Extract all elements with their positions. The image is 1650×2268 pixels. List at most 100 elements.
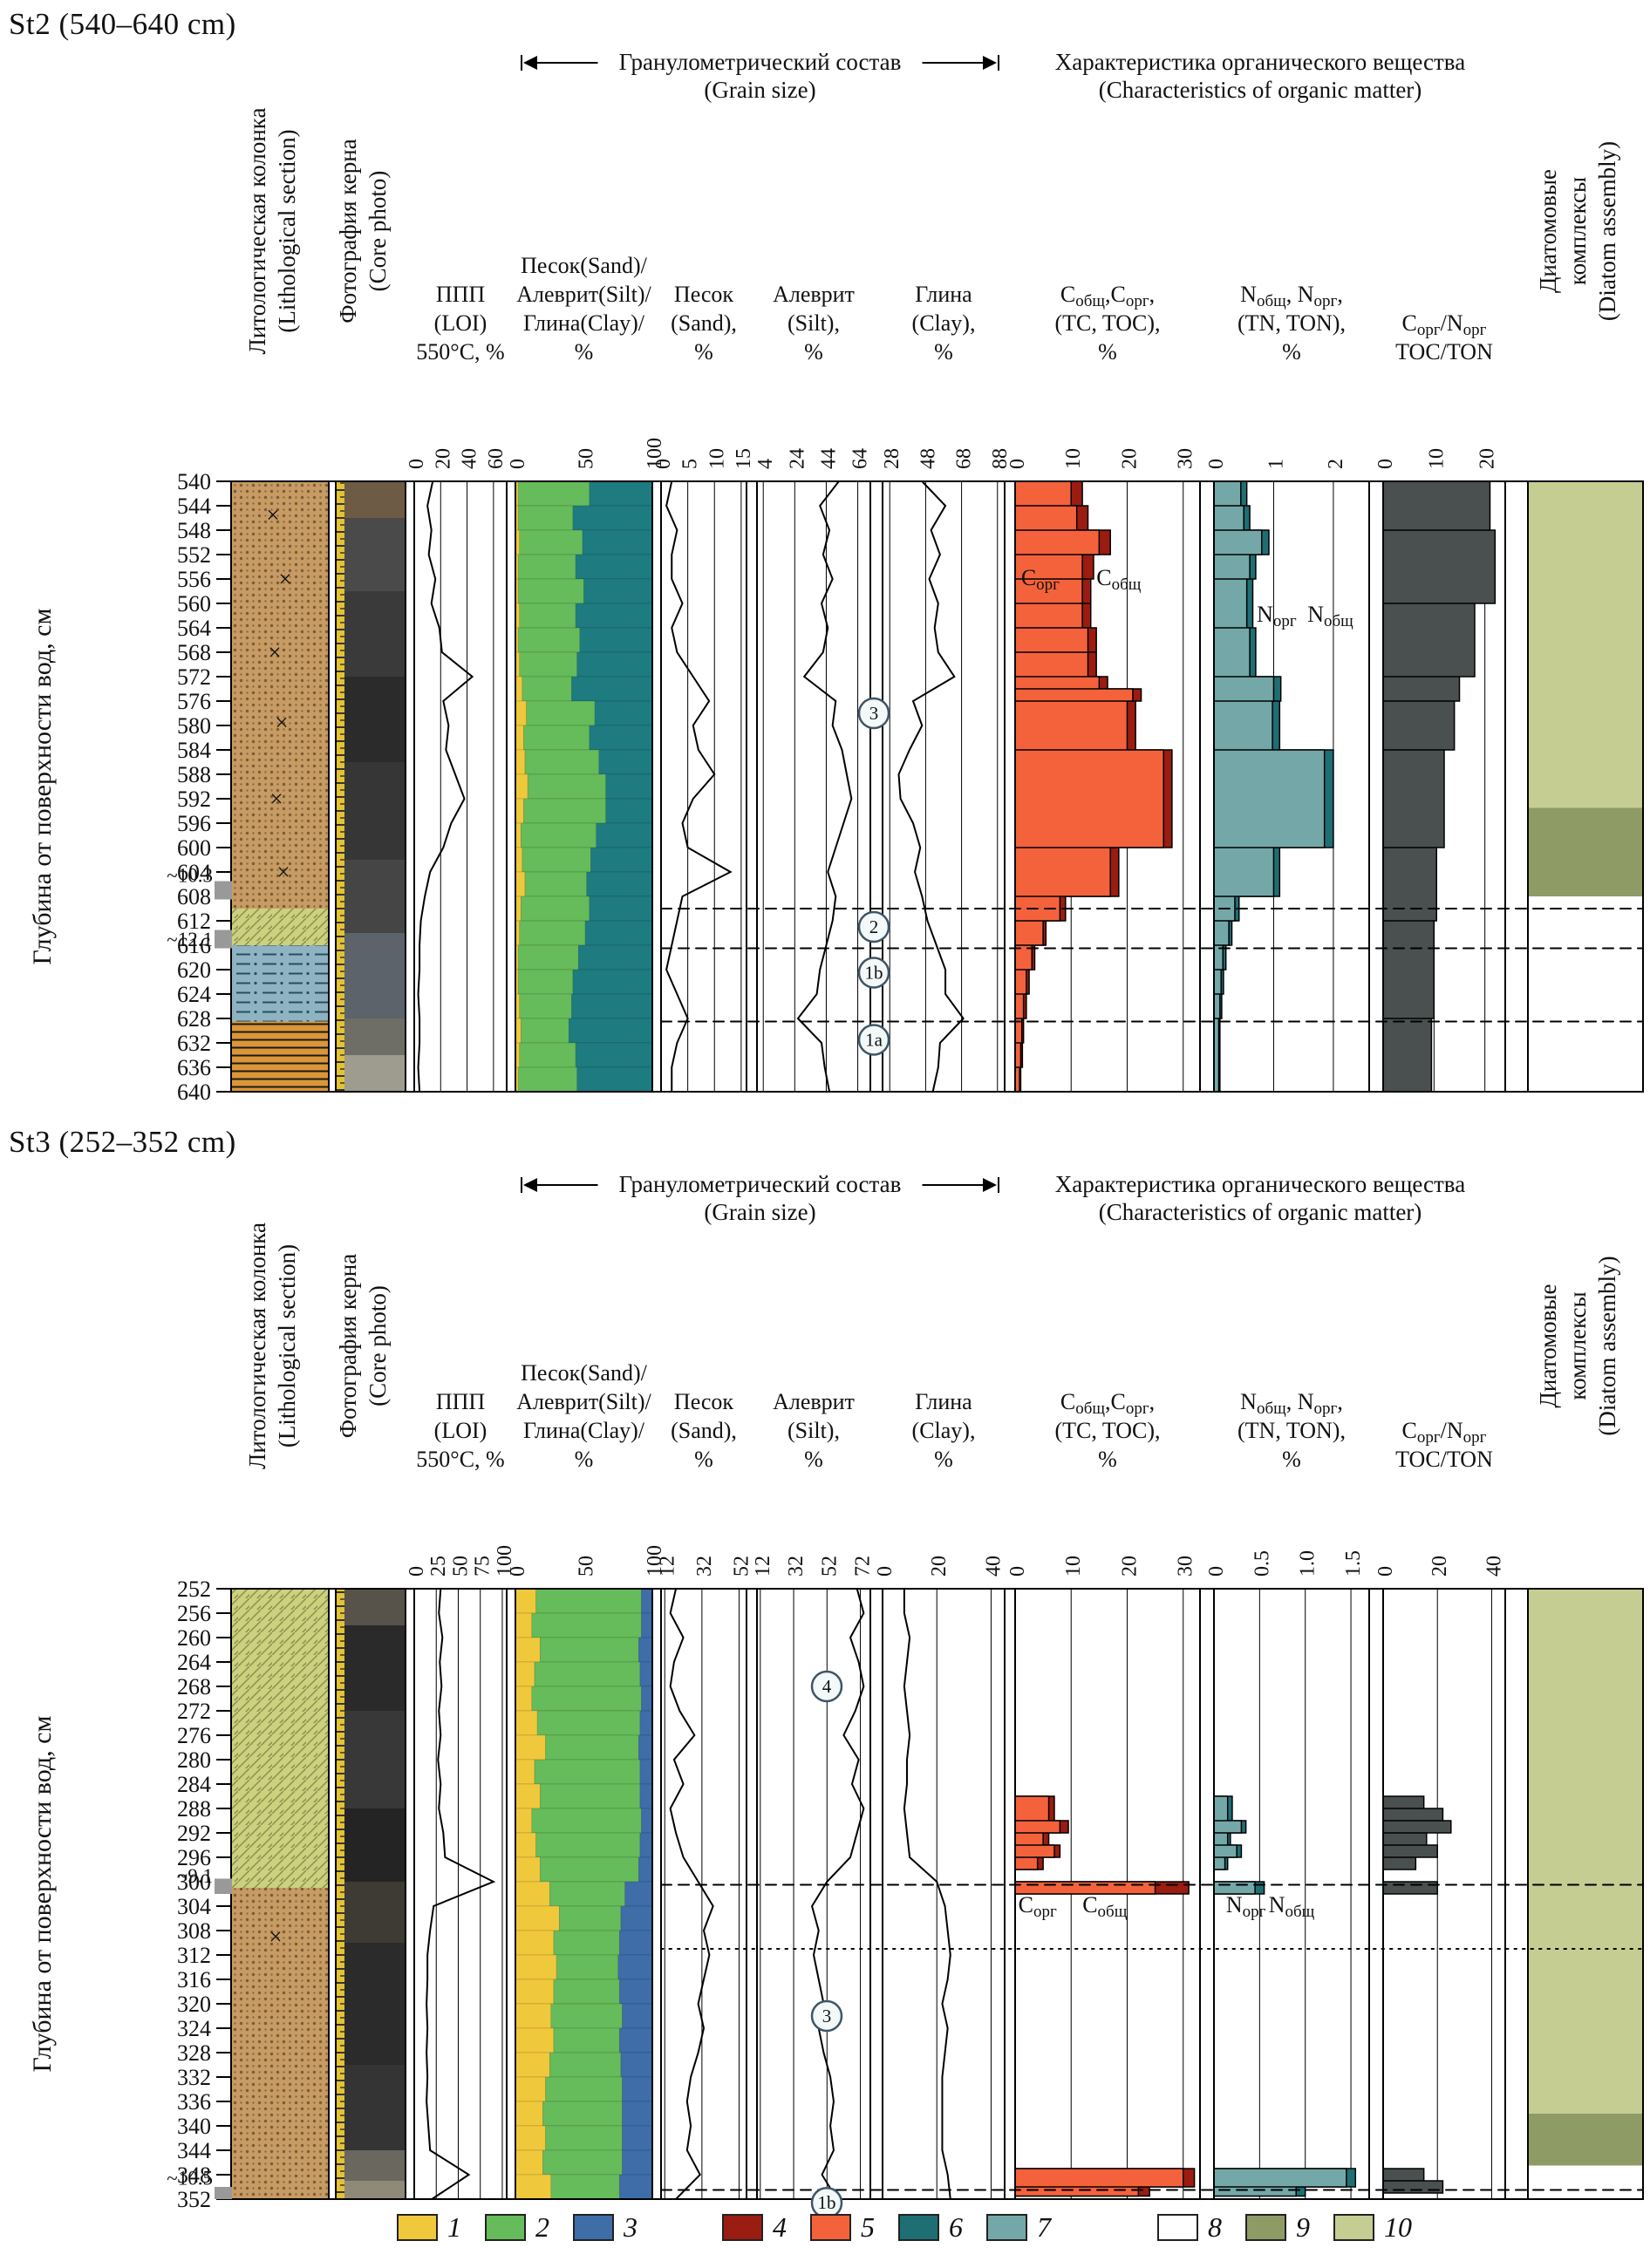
stacked-clay-bar [568, 1018, 653, 1044]
lithology-x-mark: × [278, 566, 291, 592]
sand-axis-tick-label: 0 [652, 459, 675, 469]
depth-tick-label: 264 [177, 1650, 211, 1675]
zone-circle [857, 910, 890, 943]
stacked-sand-bar [515, 2101, 543, 2127]
legend-swatch-6 [898, 2214, 939, 2241]
sand-axis-tick-label: 12 [656, 1556, 678, 1577]
depth-tick-label: 596 [177, 811, 211, 836]
depth-tick-label: 608 [177, 884, 211, 909]
lithology-x-mark: × [269, 1924, 282, 1950]
grain-size-section-header-en: (Grain size) [704, 77, 815, 103]
st2-tn-area-front [1213, 480, 1326, 1093]
core-photo-ruler [336, 1589, 344, 2199]
stacked-silt-bar [527, 773, 606, 800]
depth-tick-label: 280 [177, 1747, 211, 1773]
stacked-silt-bar [521, 1018, 569, 1044]
stacked-clay-bar [639, 1759, 653, 1785]
stacked-clay-bar [619, 1979, 653, 2005]
age-annotation: ~12.1 [167, 929, 213, 950]
core-photo-band [344, 1711, 406, 1808]
stacked-axis-tick-label: 100 [644, 1545, 666, 1577]
diatom-column-title: комплексы [1565, 1291, 1591, 1400]
clay-column-title: (Clay), [912, 310, 976, 336]
depth-tick-label: 328 [177, 2040, 211, 2066]
lithology-column-title: (Lithological section) [274, 129, 300, 332]
stacked-silt-bar [531, 1612, 642, 1638]
cn-axis-tick-label: 10 [1425, 448, 1448, 469]
diatom-zone-block [1528, 481, 1643, 808]
depth-tick-label: 556 [177, 567, 211, 592]
tc-column-title: Cобщ,Cорг, [1060, 282, 1155, 310]
tn-column-title: (TN, TON), [1238, 310, 1346, 336]
stacked-silt-bar [523, 725, 590, 751]
loi-axis-tick-label: 60 [485, 448, 508, 469]
core-photo-band [344, 591, 406, 677]
stacked-column-title: Песок(Sand)/ [521, 253, 647, 278]
lithology-x-mark: × [266, 502, 279, 528]
st2-panel: Глубина от поверхности вод, см××××××Cорг… [28, 49, 1644, 1105]
loi-axis-tick-label: 25 [427, 1556, 450, 1577]
depth-tick-label: 320 [177, 1992, 211, 2017]
depth-tick-label: 292 [177, 1821, 211, 1846]
loi-axis-tick-label: 0 [406, 459, 428, 469]
silt-axis-tick-label: 12 [752, 1556, 774, 1577]
stacked-clay-bar [638, 1637, 653, 1663]
clay-axis-tick-label: 28 [881, 448, 903, 469]
stacked-sand-bar [515, 676, 523, 702]
age-marker-bar [215, 1878, 232, 1894]
stacked-clay-bar [582, 529, 653, 555]
tc-column-title: (TC, TOC), [1054, 1418, 1160, 1443]
loi-column-title: ППП [436, 282, 486, 307]
grain-size-section-header-en: (Grain size) [704, 1199, 815, 1225]
organic-matter-section-header-en: (Characteristics of organic matter) [1099, 1199, 1422, 1225]
tc-series-label: Cорг [1019, 1892, 1057, 1921]
stacked-clay-bar [622, 2149, 653, 2176]
tn-column-title: (TN, TON), [1238, 1418, 1346, 1443]
grain-span-arrow-left [523, 1178, 537, 1192]
legend-number: 2 [535, 2211, 549, 2243]
stacked-clay-bar [576, 1066, 653, 1093]
clay-column-title: % [934, 1447, 953, 1472]
depth-tick-label: 580 [177, 713, 211, 739]
age-annotation: ~9.1 [177, 1865, 213, 1887]
depth-tick-label: 572 [177, 664, 211, 690]
legend-item-6: 6 [898, 2211, 963, 2244]
depth-tick-label: 600 [177, 835, 211, 861]
depth-tick-label: 552 [177, 542, 211, 568]
st2-silt-curve [796, 480, 853, 1093]
sand-column-title: (Sand), [671, 1418, 737, 1443]
cn-axis-tick-label: 40 [1483, 1556, 1505, 1577]
core-photo-band [344, 1625, 406, 1711]
tc-axis-tick-label: 10 [1062, 448, 1085, 469]
depth-tick-label: 344 [177, 2138, 211, 2163]
stacked-clay-bar [624, 1881, 653, 1907]
legend-number: 1 [447, 2211, 461, 2243]
loi-axis-tick-label: 75 [472, 1556, 494, 1577]
stacked-clay-bar [641, 1588, 653, 1614]
silt-column-title: Алеврит [773, 282, 855, 307]
stacked-clay-bar [579, 627, 653, 653]
stacked-axis-tick-label: 100 [644, 438, 666, 469]
legend-item-8: 8 [1157, 2211, 1222, 2244]
depth-tick-label: 268 [177, 1674, 211, 1699]
cn-column-title: Cорг/Nорг [1402, 1418, 1487, 1447]
stacked-silt-bar [534, 1759, 641, 1785]
legend-swatch-5 [810, 2214, 851, 2241]
stacked-clay-bar [575, 1042, 653, 1068]
stacked-clay-bar [590, 847, 653, 873]
stacked-sand-bar [515, 1808, 533, 1834]
core-photo-band [344, 860, 406, 933]
stacked-silt-bar [540, 1856, 639, 1883]
core-photo-ruler [336, 481, 344, 1092]
stacked-silt-bar [553, 1930, 620, 1956]
st3-sand-curve [669, 1588, 714, 2200]
core-photo-band [344, 2150, 406, 2181]
silt-axis-tick-label: 52 [818, 1556, 841, 1577]
stacked-clay-bar [598, 749, 653, 775]
sand-plot-box [660, 1588, 747, 2200]
st2-clay-curve [897, 480, 965, 1093]
st2-cn-area-back [1382, 480, 1497, 1093]
depth-tick-label: 612 [177, 909, 211, 934]
